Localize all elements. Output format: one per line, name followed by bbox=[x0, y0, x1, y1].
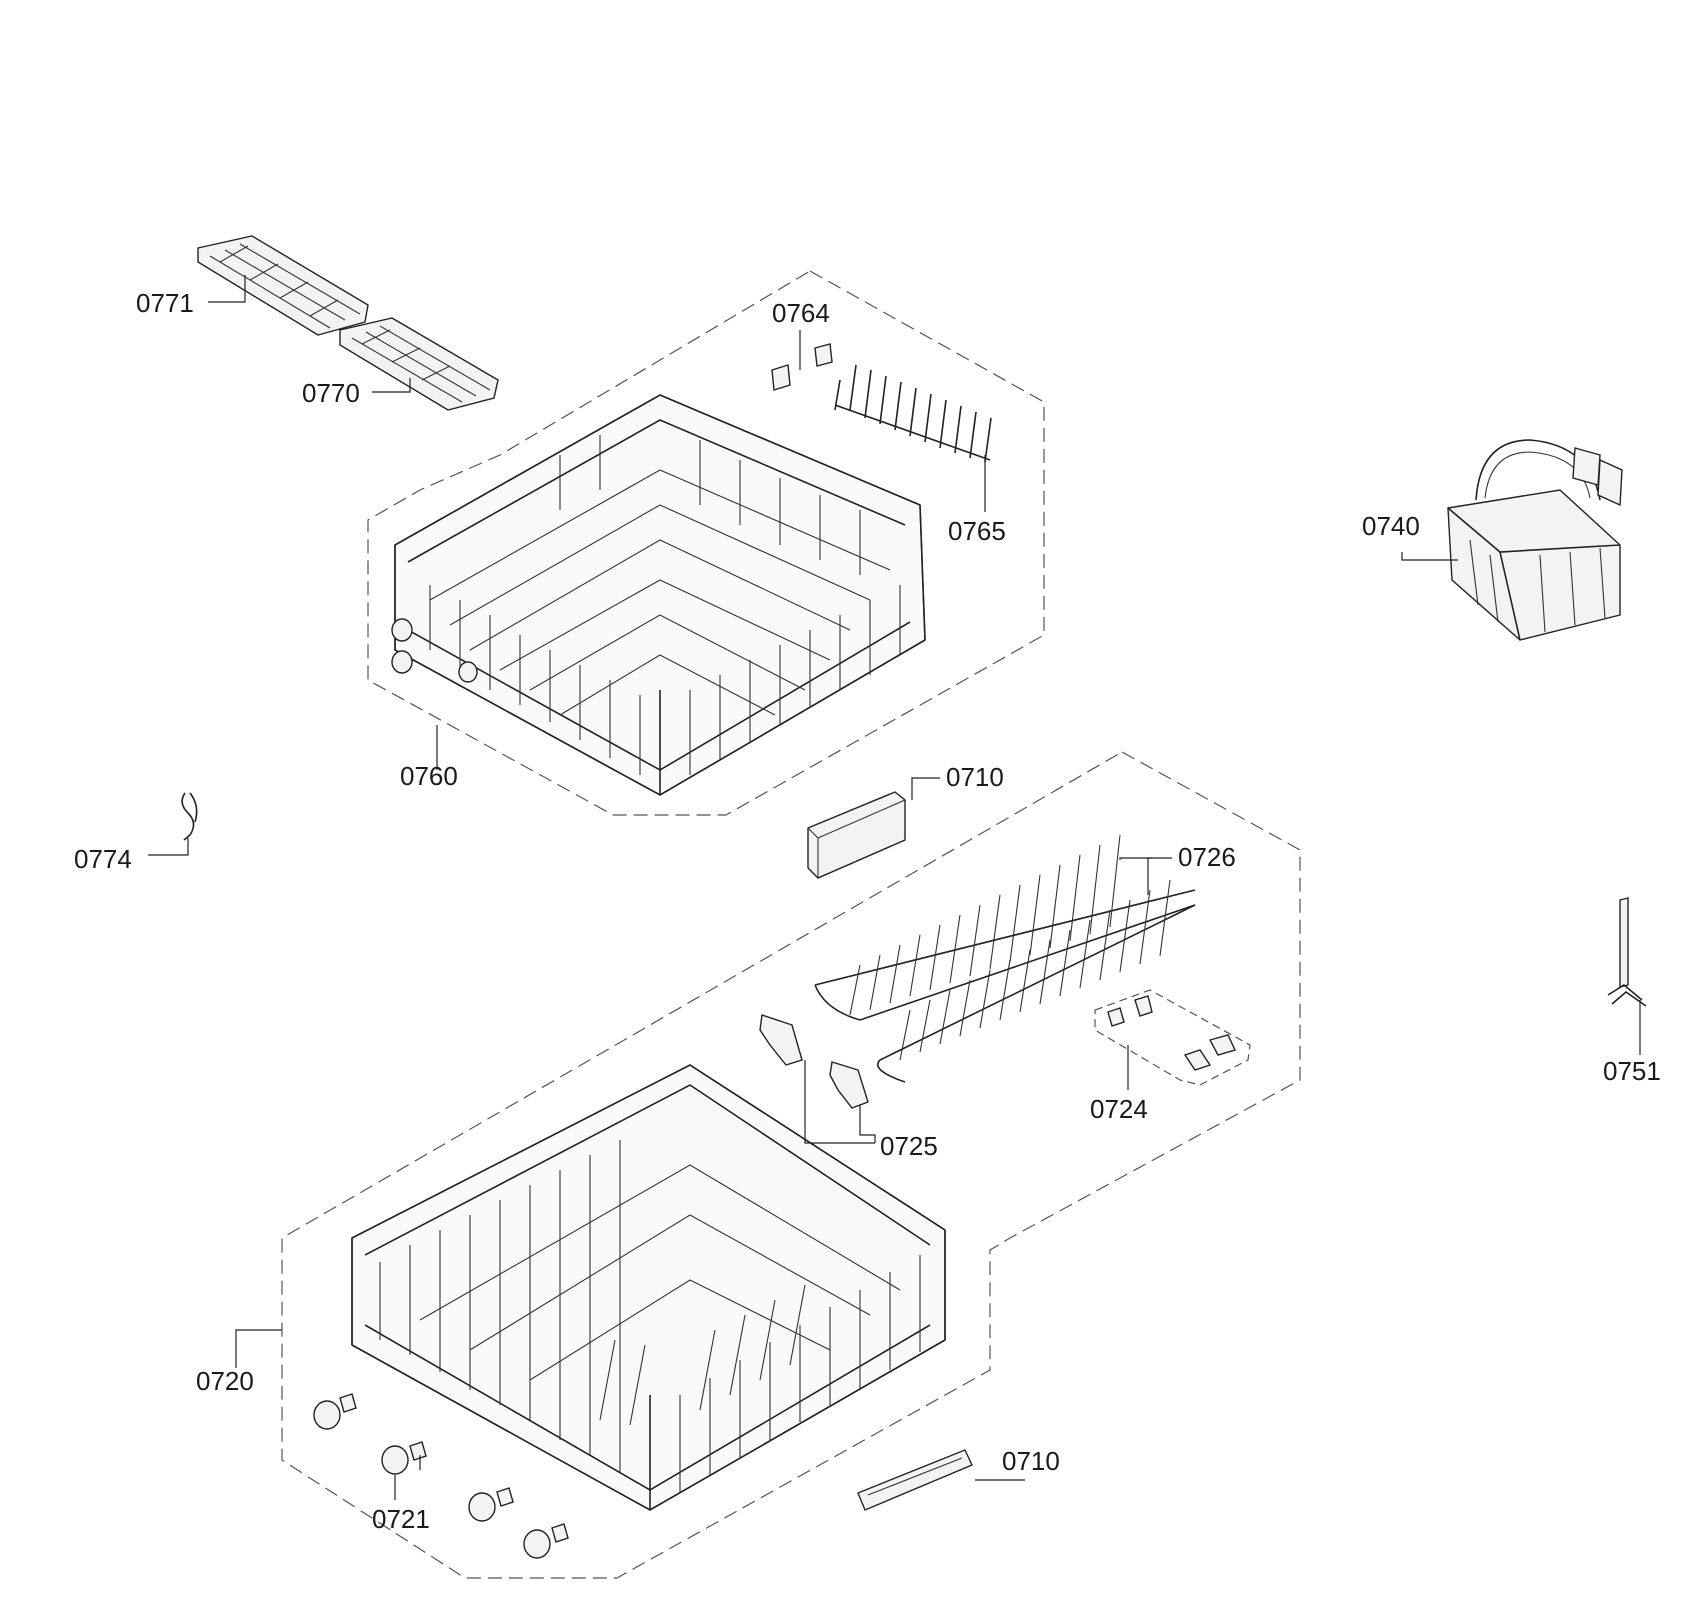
lower-rack-basket bbox=[351, 1064, 946, 1511]
part-0770-shelf bbox=[339, 317, 499, 411]
label-0765: 0765 bbox=[948, 516, 1006, 546]
part-0724-group-outline bbox=[1094, 989, 1251, 1086]
label-0710-bottom: 0710 bbox=[1002, 1446, 1060, 1476]
part-0726-tine-rows bbox=[814, 834, 1196, 1083]
label-0770: 0770 bbox=[302, 378, 360, 408]
part-0774-clip bbox=[181, 792, 198, 841]
part-0751-tine-holder bbox=[1607, 897, 1647, 1007]
part-0771-shelf bbox=[197, 235, 369, 336]
upper-rack-basket bbox=[391, 394, 926, 796]
part-0740-cutlery-basket bbox=[1447, 439, 1623, 641]
label-0720: 0720 bbox=[196, 1366, 254, 1396]
part-0765-tine-row bbox=[834, 364, 992, 463]
label-0760: 0760 bbox=[400, 761, 458, 791]
label-0725: 0725 bbox=[880, 1131, 938, 1161]
label-0726: 0726 bbox=[1178, 842, 1236, 872]
part-0721-wheels bbox=[313, 1393, 569, 1559]
leader-lines bbox=[148, 275, 1641, 1500]
part-0764-clips bbox=[771, 343, 833, 391]
label-0740: 0740 bbox=[1362, 511, 1420, 541]
upper-rack-group-outline bbox=[367, 270, 1045, 816]
part-0725-clips bbox=[759, 1014, 869, 1109]
part-0724-clips bbox=[1107, 995, 1236, 1071]
label-0710-top: 0710 bbox=[946, 762, 1004, 792]
part-0710-bottom-handle bbox=[857, 1449, 973, 1511]
label-0774: 0774 bbox=[74, 844, 132, 874]
label-0751: 0751 bbox=[1603, 1056, 1661, 1086]
label-0721: 0721 bbox=[372, 1504, 430, 1534]
label-0764: 0764 bbox=[772, 298, 830, 328]
label-0724: 0724 bbox=[1090, 1094, 1148, 1124]
part-0710-top-handle bbox=[807, 791, 906, 879]
lower-rack-group-outline bbox=[281, 751, 1301, 1579]
label-0771: 0771 bbox=[136, 288, 194, 318]
